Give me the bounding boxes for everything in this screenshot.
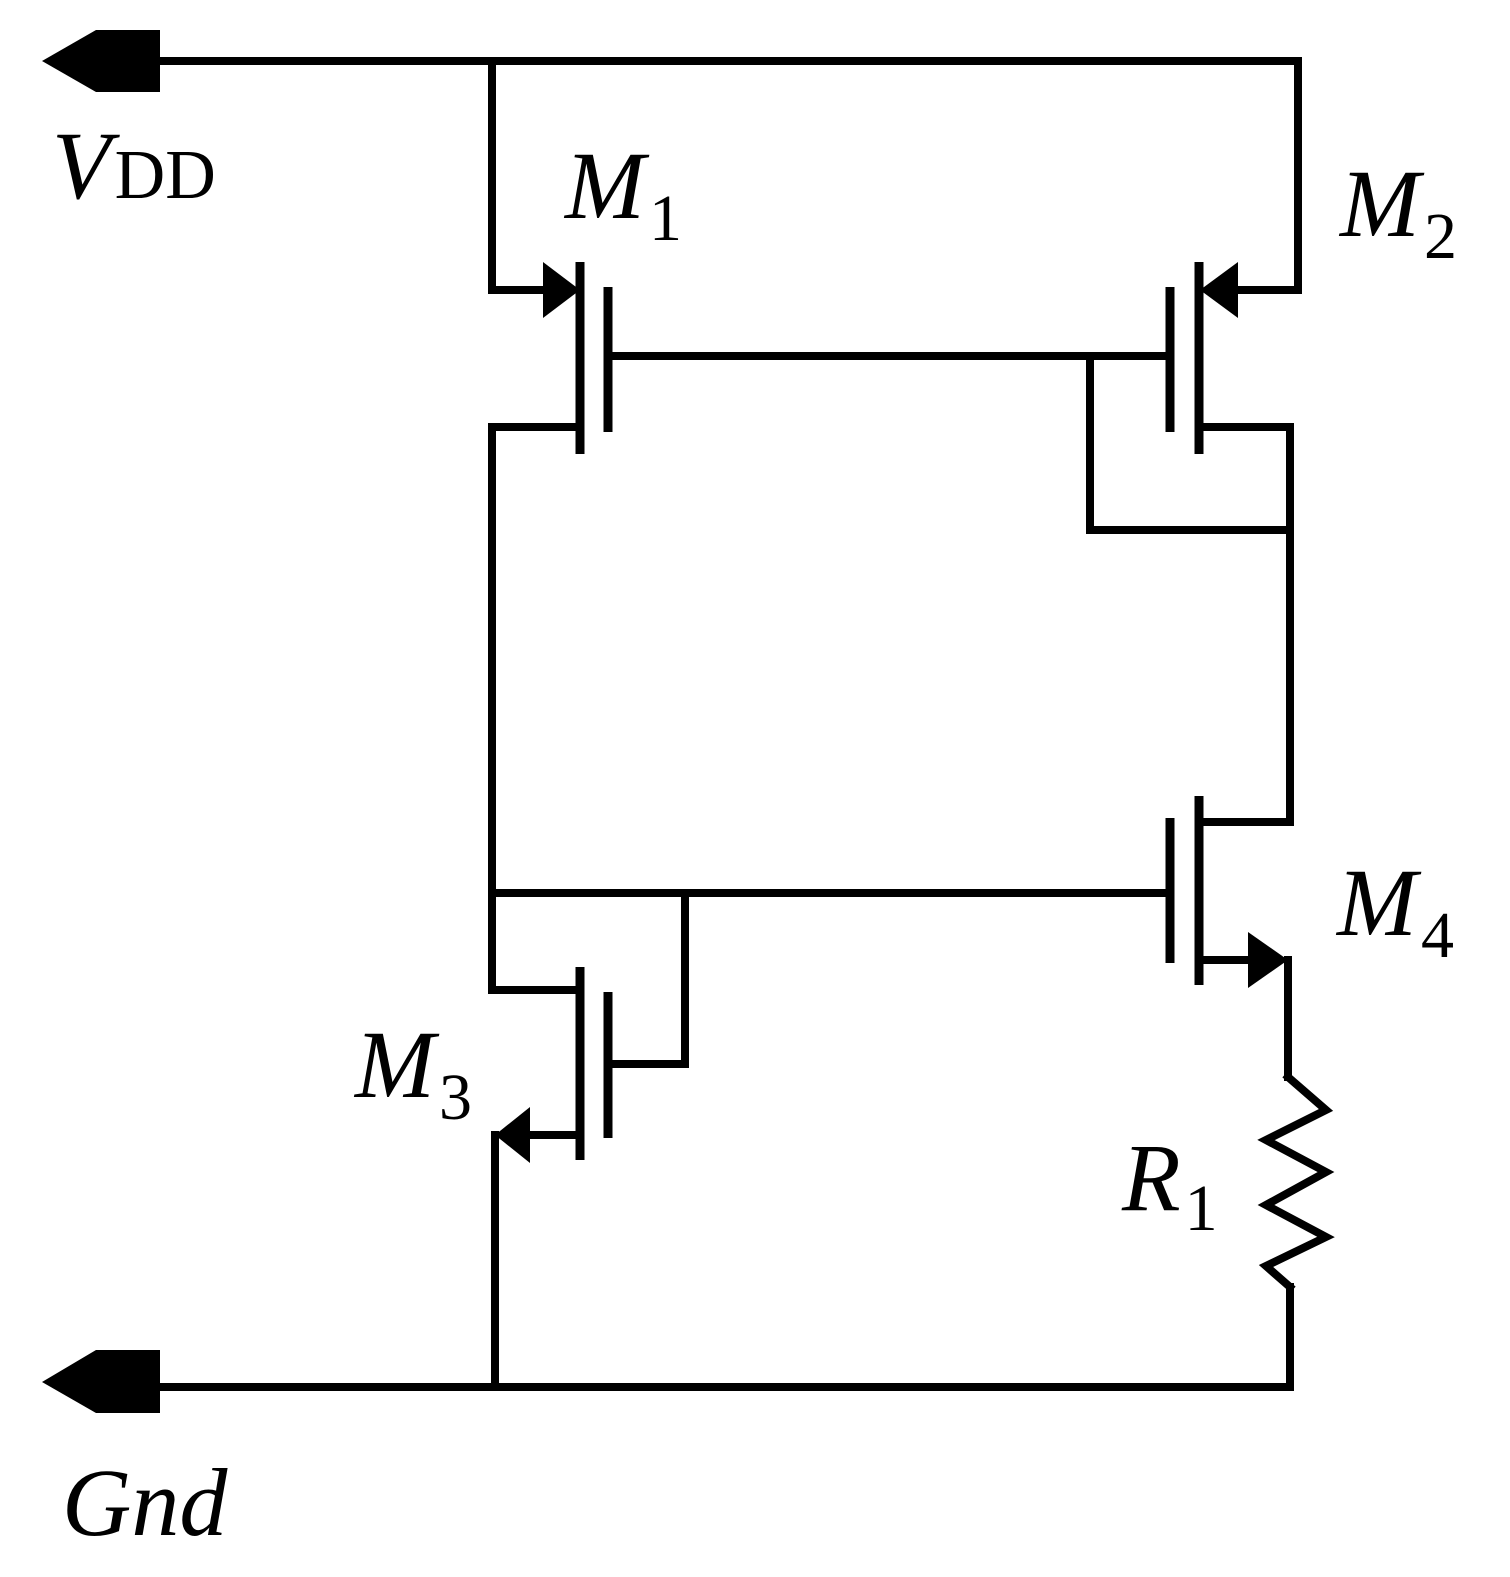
transistor-m2 xyxy=(1086,262,1302,826)
m4-source-arrow xyxy=(1248,932,1288,988)
gnd-label: Gnd xyxy=(62,1449,228,1556)
resistor-r1 xyxy=(1257,1071,1335,1293)
m1-source-wire xyxy=(488,57,552,294)
vdd-rail xyxy=(156,57,1302,294)
m2-drain-wire xyxy=(1199,423,1294,826)
gnd-rail xyxy=(156,1283,1294,1391)
transistor-m3 xyxy=(488,891,689,1391)
m2-diode-wire xyxy=(1086,355,1294,534)
m1-drain-wire xyxy=(488,423,580,899)
vdd-label: VDD xyxy=(52,112,216,219)
m3-source-arrow xyxy=(495,1107,530,1163)
m3-label: M3 xyxy=(353,1011,472,1134)
m4-label: M4 xyxy=(1335,849,1454,972)
m1-label: M1 xyxy=(563,132,682,255)
r1-zigzag xyxy=(1257,1071,1335,1293)
m2-label: M2 xyxy=(1338,150,1457,273)
transistor-m4 xyxy=(1165,796,1294,1081)
m2-source-arrow xyxy=(1200,262,1238,318)
m3-drain-wire xyxy=(488,891,580,994)
gnd-terminal xyxy=(42,1350,160,1413)
vdd-terminal xyxy=(42,30,160,92)
m3-gate-wire xyxy=(608,891,689,1068)
m1-source-arrow xyxy=(543,262,580,318)
r1-label: R1 xyxy=(1121,1124,1218,1245)
transistor-m1 xyxy=(488,57,613,899)
